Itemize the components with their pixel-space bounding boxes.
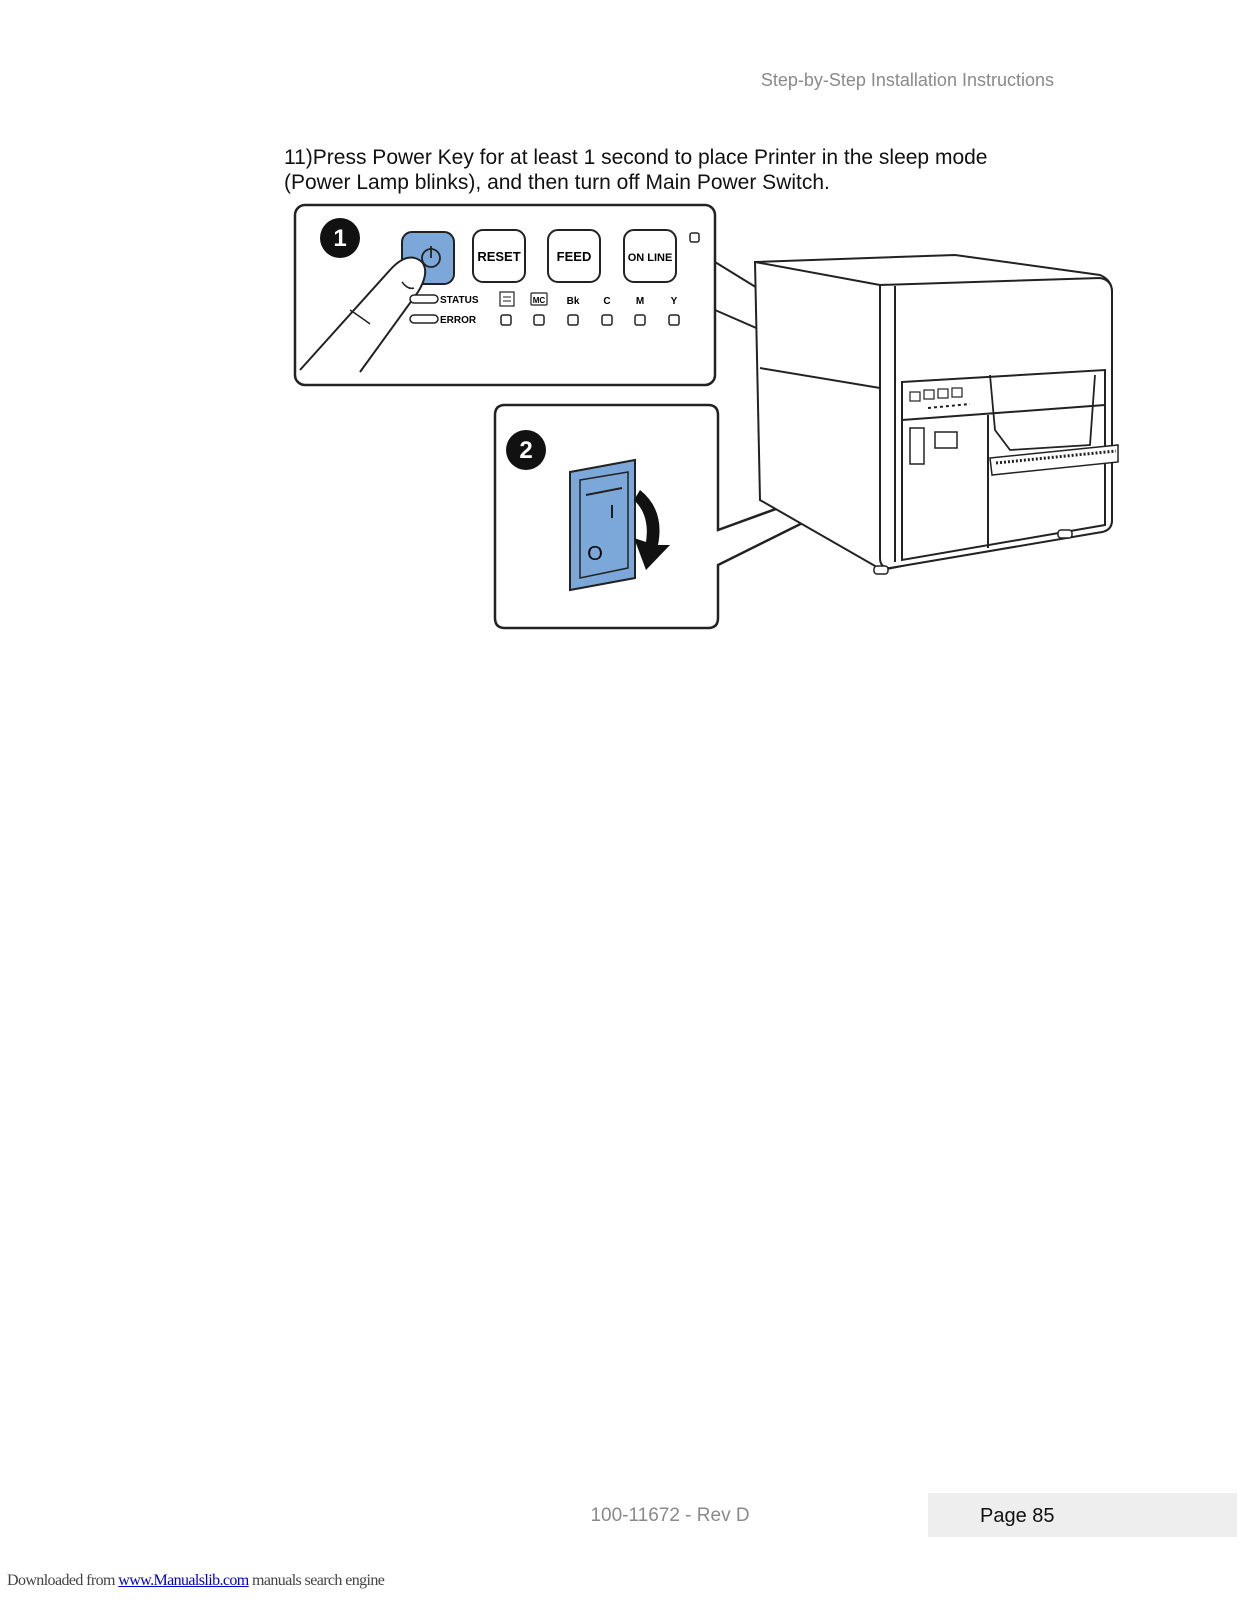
power-switch-closeup: 2 I O [493,403,907,630]
ink-label-m: M [636,296,644,307]
document-number: 100-11672 - Rev D [590,1505,750,1526]
ink-label-mc: MC [533,296,546,305]
online-label: ON LINE [628,252,673,264]
switch-on-mark: I [609,502,614,522]
printer-illustration [753,253,1119,575]
reset-label: RESET [477,249,520,264]
finger-icon [299,256,427,373]
main-power-switch [569,458,636,592]
download-notice: Downloaded from www.Manualslib.com manua… [7,1572,385,1590]
page-number-box: Page 85 [928,1493,1237,1537]
download-suffix: manuals search engine [248,1572,385,1589]
ink-label-c: C [603,296,610,307]
reset-key [472,229,526,283]
ink-label-y: Y [671,296,678,307]
callout-2: 2 [519,437,532,464]
running-header: Step-by-Step Installation Instructions [760,70,1054,90]
control-panel-closeup: 1 RESET FEED ON LINE STATUS ERROR [293,203,717,387]
feed-label: FEED [557,249,592,264]
power-icon [421,246,441,268]
status-lamp [409,294,439,304]
feed-key [547,229,601,283]
paper-icon [499,291,515,307]
page-number: Page 85 [980,1505,1055,1527]
status-label: STATUS [440,295,479,306]
step-line-1: 11)Press Power Key for at least 1 second… [284,146,988,169]
error-label: ERROR [440,315,477,326]
error-lamp [409,314,439,324]
online-key [623,229,677,283]
online-lamp [689,232,700,243]
printer-shutdown-illustration: 1 RESET FEED ON LINE STATUS ERROR [290,200,1140,650]
callout-1: 1 [333,225,346,252]
step-instruction: 11)Press Power Key for at least 1 second… [284,145,1084,195]
arrow-down-icon [634,490,670,570]
switch-off-mark: O [587,543,603,565]
ink-indicators: MC Bk C M Y [530,292,680,326]
manualslib-link[interactable]: www.Manualslib.com [118,1572,249,1589]
ink-label-bk: Bk [567,296,580,307]
download-prefix: Downloaded from [7,1572,119,1589]
step-line-2: (Power Lamp blinks), and then turn off M… [284,171,830,194]
